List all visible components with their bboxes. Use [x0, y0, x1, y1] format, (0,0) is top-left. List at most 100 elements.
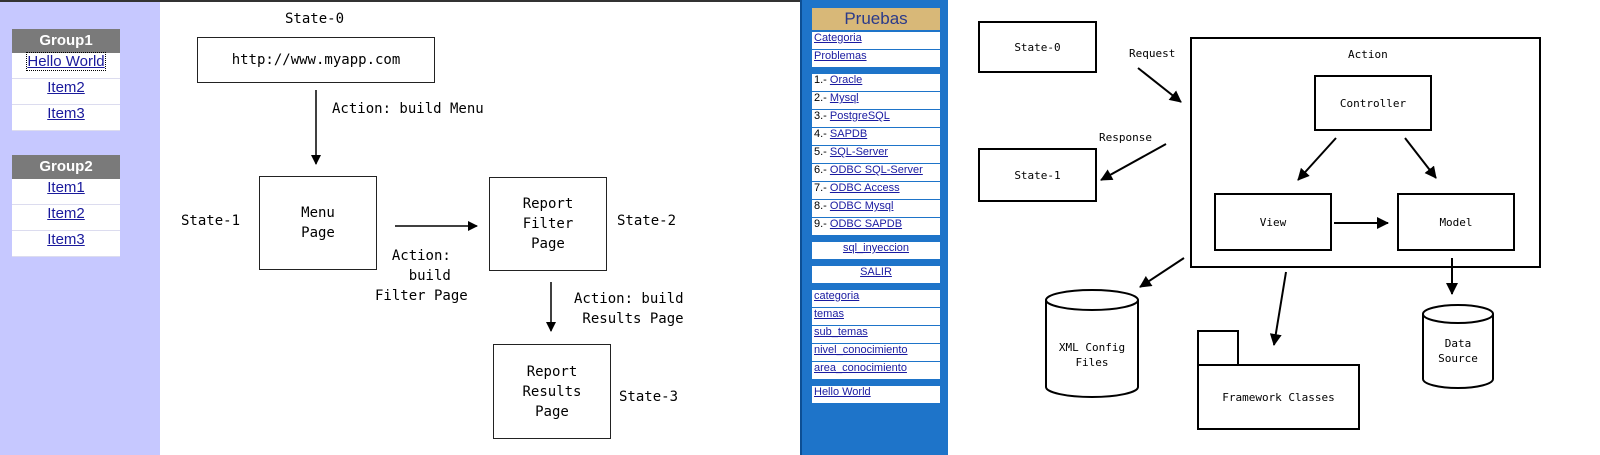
label-response: Response — [1099, 131, 1152, 144]
report-filter-page-box: Report Filter Page — [489, 177, 607, 271]
db-item-7[interactable]: 7.- ODBC Access — [812, 182, 940, 200]
db-item-link[interactable]: Oracle — [829, 74, 863, 86]
db-item-number: 8.- — [814, 200, 827, 212]
db-item-5[interactable]: 5.- SQL-Server — [812, 146, 940, 164]
db-item-3[interactable]: 3.- PostgreSQL — [812, 110, 940, 128]
label-data-source: Data Source — [1438, 337, 1478, 365]
db-item-number: 6.- — [814, 164, 827, 176]
links-block-b: categoria temas sub_temas nivel_conocimi… — [812, 290, 940, 380]
link-nivel-conocimiento[interactable]: nivel_conocimiento — [812, 344, 940, 362]
db-item-4[interactable]: 4.- SAPDB — [812, 128, 940, 146]
arrow-request — [1137, 67, 1182, 103]
group-sidebar: Group1 Hello World Item2 Item3 Group2 It… — [0, 2, 160, 455]
label-action: Action — [1348, 48, 1388, 61]
db-item-6[interactable]: 6.- ODBC SQL-Server — [812, 164, 940, 182]
arrow-controller-to-model — [1404, 137, 1437, 179]
db-item-link[interactable]: PostgreSQL — [829, 110, 890, 122]
link-label[interactable]: sub_temas — [814, 326, 868, 338]
group-1: Group1 Hello World Item2 Item3 — [12, 29, 120, 131]
link-sql-inyeccion[interactable]: sql_inyeccion — [812, 242, 940, 260]
architecture-drawing — [1045, 37, 1541, 430]
salir-block: SALIR — [812, 266, 940, 284]
group-1-item-hello-world[interactable]: Hello World — [12, 52, 120, 79]
framework-package — [1197, 330, 1360, 430]
label-action-build-results: Action: build Results Page — [574, 291, 684, 327]
database-list: 1.- Oracle 2.- Mysql 3.- PostgreSQL 4.- … — [812, 74, 940, 236]
db-item-number: 9.- — [814, 218, 827, 230]
group-1-item-label[interactable]: Hello World — [26, 52, 106, 71]
label-action-build-menu: Action: build Menu — [332, 101, 484, 117]
link-categoria-lower[interactable]: categoria — [812, 290, 940, 308]
db-item-link[interactable]: ODBC Access — [829, 182, 900, 194]
menu-page-box: Menu Page — [259, 176, 377, 270]
label-state-0: State-0 — [285, 11, 345, 27]
link-label[interactable]: nivel_conocimiento — [814, 344, 908, 356]
url-box: http://www.myapp.com — [197, 37, 435, 83]
db-item-number: 4.- — [814, 128, 827, 140]
db-item-link[interactable]: ODBC Mysql — [829, 200, 894, 212]
db-item-link[interactable]: ODBC SAPDB — [829, 218, 903, 230]
label-state-2: State-2 — [617, 213, 677, 229]
link-label[interactable]: Categoria — [814, 32, 862, 44]
data-source-cylinder — [1422, 304, 1494, 389]
db-item-link[interactable]: Mysql — [829, 92, 859, 104]
db-item-number: 7.- — [814, 182, 827, 194]
arrow-to-framework — [1269, 271, 1287, 346]
link-categoria[interactable]: Categoria — [812, 32, 940, 50]
state-0-box: State-0 — [978, 21, 1097, 73]
label-action-build-filter: Action: build Filter Page — [375, 248, 468, 304]
label-state-3: State-3 — [619, 389, 679, 405]
db-item-number: 3.- — [814, 110, 827, 122]
model-box: Model — [1397, 193, 1515, 251]
db-item-2[interactable]: 2.- Mysql — [812, 92, 940, 110]
group-2-title: Group2 — [12, 155, 120, 179]
arrow-controller-to-view — [1297, 137, 1337, 181]
group-2-item-label[interactable]: Item3 — [47, 231, 85, 248]
hello-block: Hello World — [812, 386, 940, 404]
link-sub-temas[interactable]: sub_temas — [812, 326, 940, 344]
group-2: Group2 Item1 Item2 Item3 — [12, 155, 120, 257]
links-block-a: Categoria Problemas — [812, 32, 940, 68]
controller-box: Controller — [1314, 75, 1432, 131]
label-xml-config-files: XML Config Files — [1058, 341, 1126, 369]
db-item-link[interactable]: ODBC SQL-Server — [829, 164, 923, 176]
label-request: Request — [1129, 47, 1176, 60]
action-container — [1190, 37, 1541, 268]
group-1-item-label[interactable]: Item3 — [47, 105, 85, 122]
db-item-number: 2.- — [814, 92, 827, 104]
link-label[interactable]: temas — [814, 308, 844, 320]
group-1-item-3[interactable]: Item3 — [12, 105, 120, 131]
db-item-link[interactable]: SQL-Server — [829, 146, 888, 158]
link-label[interactable]: Hello World — [814, 386, 871, 398]
link-label[interactable]: categoria — [814, 290, 860, 302]
link-label[interactable]: Problemas — [814, 50, 867, 62]
db-item-8[interactable]: 8.- ODBC Mysql — [812, 200, 940, 218]
group-1-item-label[interactable]: Item2 — [47, 79, 85, 96]
view-box: View — [1214, 193, 1332, 251]
group-2-item-2[interactable]: Item2 — [12, 205, 120, 231]
link-problemas[interactable]: Problemas — [812, 50, 940, 68]
group-2-item-label[interactable]: Item1 — [47, 179, 85, 196]
group-1-item-2[interactable]: Item2 — [12, 79, 120, 105]
report-results-page-box: Report Results Page — [493, 344, 611, 439]
arrow-to-xml — [1139, 257, 1185, 288]
group-2-item-label[interactable]: Item2 — [47, 205, 85, 222]
group-2-item-3[interactable]: Item3 — [12, 231, 120, 257]
link-label[interactable]: sql_inyeccion — [842, 242, 910, 254]
link-salir[interactable]: SALIR — [812, 266, 940, 284]
sql-injection-block: sql_inyeccion — [812, 242, 940, 260]
group-2-item-1[interactable]: Item1 — [12, 179, 120, 205]
state-1-box: State-1 — [978, 148, 1097, 202]
flow-arrows — [311, 90, 556, 332]
link-temas[interactable]: temas — [812, 308, 940, 326]
link-hello-world[interactable]: Hello World — [812, 386, 940, 404]
arrow-response — [1100, 143, 1167, 181]
db-item-1[interactable]: 1.- Oracle — [812, 74, 940, 92]
architecture-panel: State-0 Request Response State-1 Action … — [948, 0, 1600, 455]
label-state-1: State-1 — [181, 213, 241, 229]
link-area-conocimiento[interactable]: area_conocimiento — [812, 362, 940, 380]
link-label[interactable]: SALIR — [860, 266, 892, 278]
db-item-9[interactable]: 9.- ODBC SAPDB — [812, 218, 940, 236]
db-item-link[interactable]: SAPDB — [829, 128, 868, 140]
link-label[interactable]: area_conocimiento — [814, 362, 907, 374]
